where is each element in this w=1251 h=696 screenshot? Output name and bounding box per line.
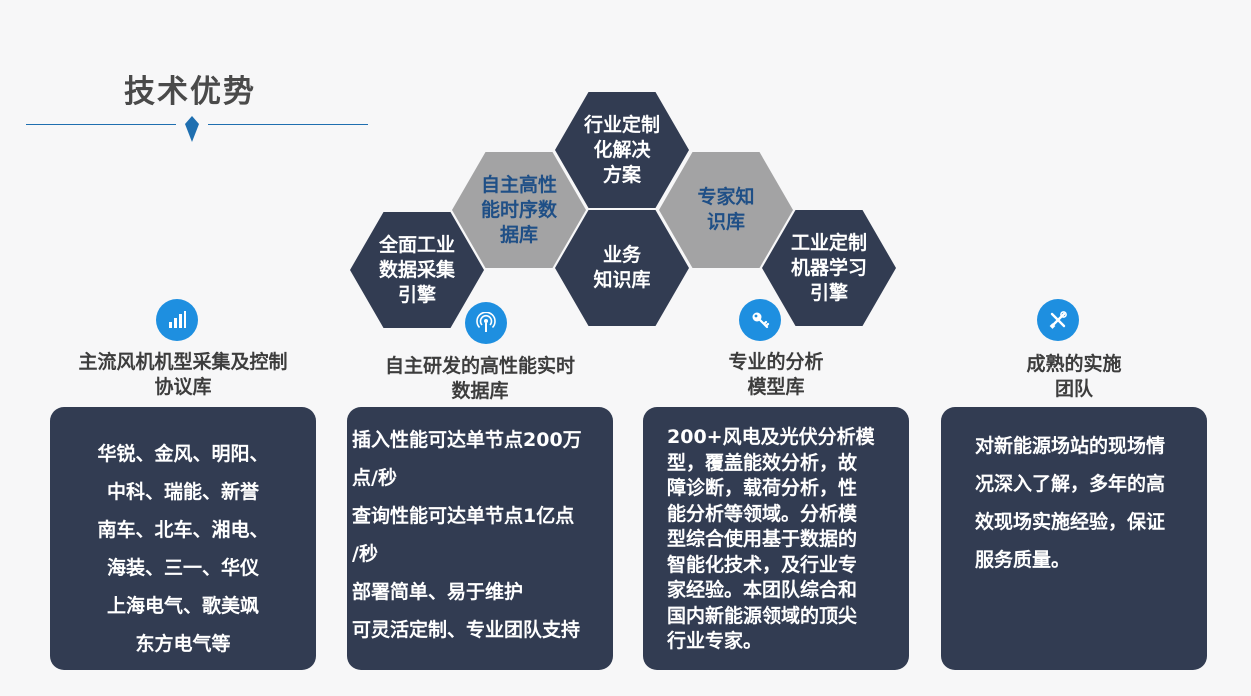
card-line: 东方电气等 xyxy=(135,633,231,655)
bar-chart-icon xyxy=(156,299,198,341)
card-line: 点/秒 xyxy=(352,467,397,489)
signal-icon xyxy=(465,302,507,344)
card-line: 华锐、金风、明阳、 xyxy=(97,443,269,465)
card-line: 中科、瑞能、新誉 xyxy=(106,481,259,503)
hex-industry-solution: 行业定制 化解决 方案 xyxy=(555,92,689,208)
card-model-library: 200+风电及光伏分析模 型，覆盖能效分析，故 障诊断，载荷分析，性 能分析等领… xyxy=(643,407,909,670)
card-line: 海装、三一、华仪 xyxy=(106,557,259,579)
title-divider-left xyxy=(26,124,176,125)
card-line: 能分析等领域。分析模 xyxy=(667,502,858,525)
column-heading-realtime-database: 自主研发的高性能实时 数据库 xyxy=(384,355,575,402)
page-title: 技术优势 xyxy=(124,74,256,110)
card-line: 智能化技术，及行业专 xyxy=(667,553,858,576)
card-line: 插入性能可达单节点200万 xyxy=(352,429,582,451)
card-line: 对新能源场站的现场情 xyxy=(975,435,1166,457)
card-line: /秒 xyxy=(352,543,378,565)
card-line: 上海电气、歌美飒 xyxy=(106,595,259,617)
card-line: 查询性能可达单节点1亿点 xyxy=(352,505,575,527)
key-icon xyxy=(739,299,781,341)
card-protocol-library: 华锐、金风、明阳、 中科、瑞能、新誉 南车、北车、湘电、 海装、三一、华仪 上海… xyxy=(50,407,316,670)
column-heading-model-library: 专业的分析 模型库 xyxy=(728,351,824,398)
card-line: 南车、北车、湘电、 xyxy=(97,519,269,541)
card-line: 200+风电及光伏分析模 xyxy=(667,426,875,448)
card-line: 国内新能源领域的顶尖 xyxy=(667,604,858,627)
card-line: 家经验。本团队综合和 xyxy=(667,579,858,601)
column-heading-implementation-team: 成熟的实施 团队 xyxy=(1026,353,1122,400)
card-implementation-team: 对新能源场站的现场情 况深入了解，多年的高 效现场实施经验，保证 服务质量。 xyxy=(941,407,1207,670)
card-line: 况深入了解，多年的高 xyxy=(975,473,1166,495)
card-line: 行业专家。 xyxy=(667,630,763,652)
column-heading-protocol-library: 主流风机机型采集及控制 协议库 xyxy=(78,351,288,398)
card-line: 型，覆盖能效分析，故 xyxy=(667,451,858,474)
diamond-icon xyxy=(185,116,199,142)
card-realtime-database: 插入性能可达单节点200万 点/秒 查询性能可达单节点1亿点 /秒 部署简单、易… xyxy=(347,407,613,670)
card-line: 障诊断，载荷分析，性 xyxy=(667,477,858,499)
title-divider-right xyxy=(208,124,368,125)
card-line: 可灵活定制、专业团队支持 xyxy=(352,619,581,641)
hex-data-collection-engine: 全面工业 数据采集 引擎 xyxy=(350,212,484,328)
card-line: 效现场实施经验，保证 xyxy=(975,511,1166,533)
card-line: 服务质量。 xyxy=(975,549,1071,571)
card-line: 型综合使用基于数据的 xyxy=(667,528,858,550)
card-line: 部署简单、易于维护 xyxy=(352,581,524,603)
tools-icon xyxy=(1037,299,1079,341)
